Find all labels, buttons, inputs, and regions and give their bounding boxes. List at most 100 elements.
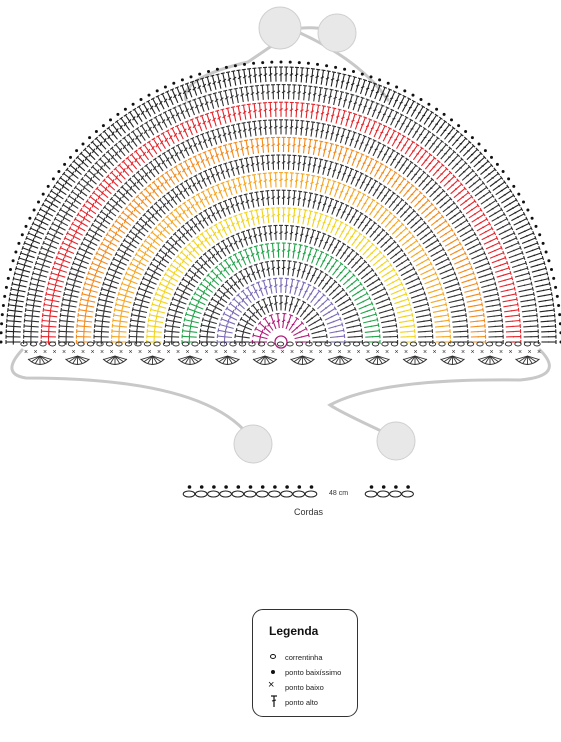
svg-text:×: × [33, 349, 37, 356]
stitch-ring [251, 312, 311, 345]
svg-text:×: × [432, 349, 436, 356]
svg-text:×: × [90, 349, 94, 356]
base-row: × × × × × × × × × × × × × × × × × × × × × × × × × × × × × × × × × × × × × × × ×… [20, 341, 541, 356]
stitch-ring [111, 172, 451, 345]
svg-text:×: × [366, 349, 370, 356]
svg-text:×: × [52, 349, 56, 356]
svg-text:×: × [166, 349, 170, 356]
svg-text:×: × [385, 349, 389, 356]
beads [233, 6, 416, 464]
svg-text:×: × [195, 349, 199, 356]
svg-text:×: × [337, 349, 341, 356]
svg-text:×: × [451, 349, 455, 356]
svg-text:×: × [233, 349, 237, 356]
legend-label: ponto baixo [285, 682, 324, 692]
cord-length-label: 48 cm [329, 490, 349, 497]
stitch-ring [93, 154, 469, 345]
svg-text:×: × [290, 349, 294, 356]
legend-label: ponto baixíssimo [285, 667, 342, 677]
stitch-ring [199, 260, 363, 345]
svg-text:×: × [499, 349, 503, 356]
svg-text:×: × [81, 349, 85, 356]
svg-text:×: × [271, 349, 275, 356]
legend-title: Legenda [269, 624, 319, 638]
stitch-ring [5, 66, 557, 345]
svg-text:×: × [100, 349, 104, 356]
scallop-fan [440, 355, 465, 365]
bead-top-left [258, 6, 302, 50]
svg-text:×: × [299, 349, 303, 356]
svg-text:×: × [176, 349, 180, 356]
double-crochet-icon [267, 695, 281, 708]
stitch-ring [40, 101, 522, 345]
svg-text:×: × [157, 349, 161, 356]
svg-text:×: × [204, 349, 208, 356]
svg-text:×: × [242, 349, 246, 356]
scallop-fan [515, 355, 540, 365]
stitch-ring [181, 242, 381, 345]
svg-text:×: × [461, 349, 465, 356]
legend-item-double: ponto alto [267, 695, 318, 708]
svg-text:×: × [318, 349, 322, 356]
legend-item-single: × ponto baixo [267, 679, 324, 693]
svg-text:×: × [252, 349, 256, 356]
svg-text:×: × [356, 349, 360, 356]
scallop-fan [215, 355, 240, 365]
legend: Legenda correntinha ponto baixíssimo × p… [252, 609, 358, 717]
svg-text:×: × [328, 349, 332, 356]
svg-text:×: × [24, 349, 28, 356]
cord-stitch-row [182, 485, 414, 498]
svg-text:×: × [147, 349, 151, 356]
svg-text:×: × [309, 349, 313, 356]
scallop-fan [102, 355, 128, 365]
chain-stitch-icon [267, 651, 281, 663]
stitch-ring [58, 119, 504, 345]
svg-text:×: × [261, 349, 265, 356]
single-crochet-icon: × [268, 679, 275, 691]
svg-text:×: × [508, 349, 512, 356]
svg-text:×: × [489, 349, 493, 356]
scallop-fan [402, 355, 428, 365]
svg-text:×: × [347, 349, 351, 356]
svg-text:×: × [527, 349, 531, 356]
scallop-fan [290, 355, 315, 365]
svg-text:×: × [394, 349, 398, 356]
svg-text:×: × [413, 349, 417, 356]
cords-caption: Cordas [294, 507, 324, 517]
stitch-ring [216, 277, 346, 345]
svg-text:×: × [375, 349, 379, 356]
bead-bottom-left [233, 424, 273, 464]
stitch-ring [146, 207, 416, 345]
svg-text:×: × [442, 349, 446, 356]
scallop-fan [365, 355, 390, 365]
stitch-ring [75, 136, 487, 345]
scallop-edge [27, 355, 540, 365]
legend-item-chain: correntinha [267, 651, 323, 663]
bead-bottom-right [376, 421, 416, 461]
svg-text:×: × [119, 349, 123, 356]
svg-text:×: × [214, 349, 218, 356]
stitch-ring [128, 189, 434, 345]
svg-text:×: × [43, 349, 47, 356]
scallop-fan [327, 355, 353, 365]
legend-item-slip: ponto baixíssimo [267, 666, 341, 678]
scallop-fan [140, 355, 165, 365]
slip-stitch-icon [267, 666, 281, 678]
svg-text:×: × [537, 349, 541, 356]
svg-text:×: × [404, 349, 408, 356]
scallop-fan [27, 355, 53, 365]
legend-label: correntinha [285, 652, 323, 662]
scallop-fan [477, 355, 503, 365]
scallop-fan [252, 355, 278, 365]
svg-text:×: × [518, 349, 522, 356]
svg-text:×: × [480, 349, 484, 356]
svg-text:×: × [71, 349, 75, 356]
svg-text:×: × [138, 349, 142, 356]
scallop-fan [177, 355, 203, 365]
svg-text:×: × [280, 349, 284, 356]
scallop-fan [65, 355, 90, 365]
outer-dot-row [0, 60, 561, 344]
bead-top-right [317, 13, 357, 53]
svg-text:×: × [185, 349, 189, 356]
svg-text:×: × [62, 349, 66, 356]
